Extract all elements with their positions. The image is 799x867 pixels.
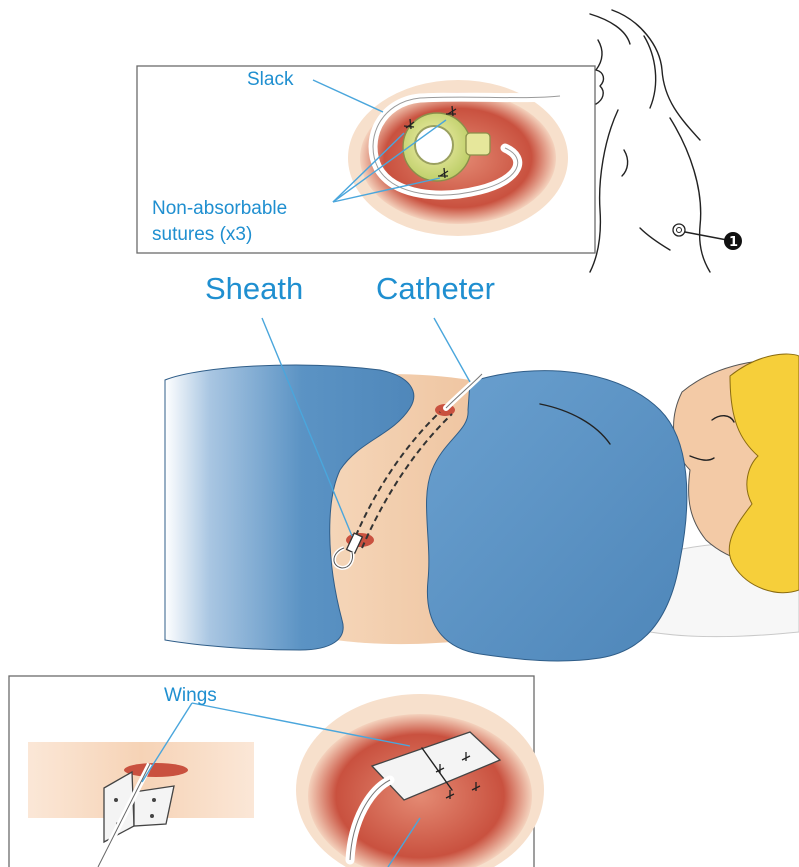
suture-inset: Slack Non-absorbable sutures (x3) — [137, 66, 595, 253]
port-outlet — [466, 133, 490, 155]
patient-scene: Sheath Catheter — [165, 271, 799, 661]
wings-label: Wings — [164, 685, 217, 706]
catheter-label: Catheter — [376, 271, 495, 306]
sutures-label-line1: Non-absorbable — [152, 198, 287, 219]
port-septum — [415, 126, 453, 164]
slack-label: Slack — [247, 69, 294, 90]
sheath-label: Sheath — [205, 271, 303, 306]
torso-sketch: 1 — [590, 10, 742, 272]
marker-badge-number: 1 — [729, 235, 738, 250]
catheter-callout-line — [434, 318, 470, 382]
wings-inset: Wings — [9, 676, 544, 867]
sutures-label-line2: sutures (x3) — [152, 224, 252, 245]
patch-incision — [124, 763, 188, 777]
port-site-marker — [673, 224, 685, 236]
